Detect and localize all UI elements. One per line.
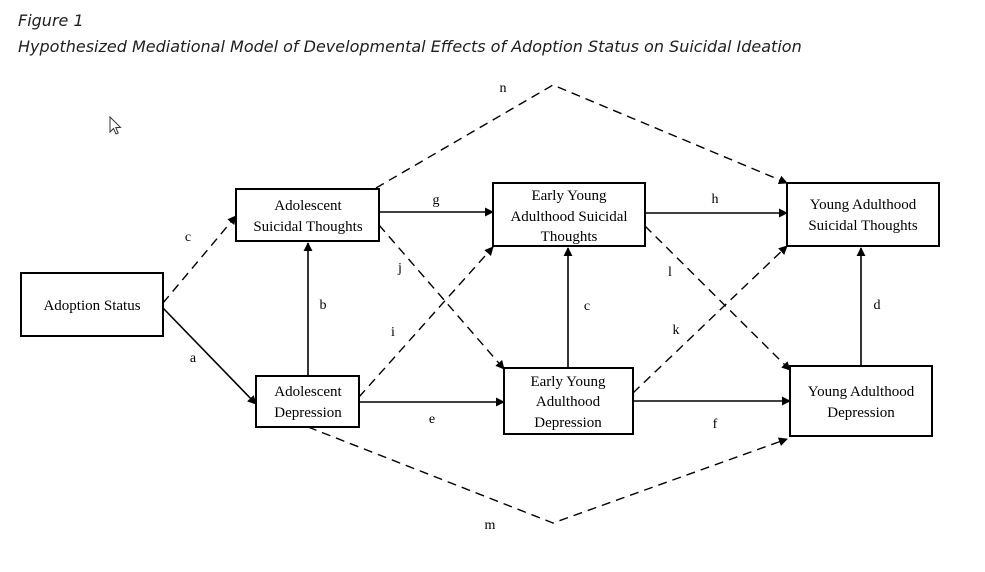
- node-ya-thoughts-line-1: Young Adulthood: [810, 197, 917, 213]
- node-adolescent-suicidal-thoughts: Adolescent Suicidal Thoughts: [235, 188, 380, 242]
- path-n-line: [375, 84, 788, 189]
- path-f-label: f: [713, 417, 718, 432]
- path-l-line: [644, 225, 791, 371]
- path-j-label: j: [397, 261, 402, 276]
- node-eya-depression-line-2: Adulthood: [536, 394, 601, 410]
- node-early-young-adulthood-suicidal-thoughts: Early Young Adulthood Suicidal Thoughts: [492, 182, 646, 247]
- path-h-label: h: [712, 192, 719, 207]
- path-i-line: [358, 246, 494, 398]
- node-eya-thoughts-line-2: Adulthood Suicidal: [510, 209, 627, 225]
- node-early-young-adulthood-depression: Early Young Adulthood Depression: [503, 367, 634, 435]
- node-adolescent-suicidal-thoughts-line-2: Suicidal Thoughts: [253, 219, 362, 235]
- figure-caption: Figure 1 Hypothesized Mediational Model …: [18, 10, 802, 59]
- path-a-line: [162, 307, 257, 405]
- node-eya-thoughts-line-1: Early Young: [531, 188, 607, 204]
- path-c-adoption-line: [162, 215, 237, 304]
- path-c-eya-label: c: [584, 299, 590, 314]
- path-k-label: k: [673, 323, 680, 338]
- path-c-adoption-label: c: [185, 230, 191, 245]
- path-m-label: m: [485, 518, 496, 533]
- mouse-pointer-icon: [109, 115, 122, 135]
- path-m-line: [307, 426, 788, 524]
- path-n-label: n: [500, 81, 507, 96]
- path-a-label: a: [190, 351, 197, 366]
- figure-number: Figure 1: [18, 11, 84, 30]
- node-ya-depression-line-2: Depression: [827, 405, 895, 421]
- path-j-line: [378, 224, 505, 370]
- path-k-line: [632, 245, 788, 394]
- node-ya-depression-line-1: Young Adulthood: [808, 384, 915, 400]
- path-d-label: d: [874, 298, 881, 313]
- node-adoption-status: Adoption Status: [20, 272, 164, 337]
- node-adolescent-suicidal-thoughts-line-1: Adolescent: [274, 198, 342, 214]
- node-adolescent-depression: Adolescent Depression: [255, 375, 360, 428]
- node-eya-thoughts-line-3: Thoughts: [541, 229, 598, 245]
- figure-title: Hypothesized Mediational Model of Develo…: [18, 37, 802, 56]
- path-g-label: g: [433, 193, 440, 208]
- node-adoption-status-line-1: Adoption Status: [43, 298, 140, 314]
- path-l-label: l: [668, 265, 672, 280]
- path-b-label: b: [320, 298, 327, 313]
- path-e-label: e: [429, 412, 435, 427]
- node-young-adulthood-suicidal-thoughts: Young Adulthood Suicidal Thoughts: [786, 182, 940, 247]
- node-adolescent-depression-line-2: Depression: [274, 405, 342, 421]
- node-young-adulthood-depression: Young Adulthood Depression: [789, 365, 933, 437]
- node-eya-depression-line-3: Depression: [534, 415, 602, 431]
- path-i-label: i: [391, 325, 395, 340]
- node-eya-depression-line-1: Early Young: [530, 374, 606, 390]
- node-ya-thoughts-line-2: Suicidal Thoughts: [808, 218, 917, 234]
- node-adolescent-depression-line-1: Adolescent: [274, 384, 342, 400]
